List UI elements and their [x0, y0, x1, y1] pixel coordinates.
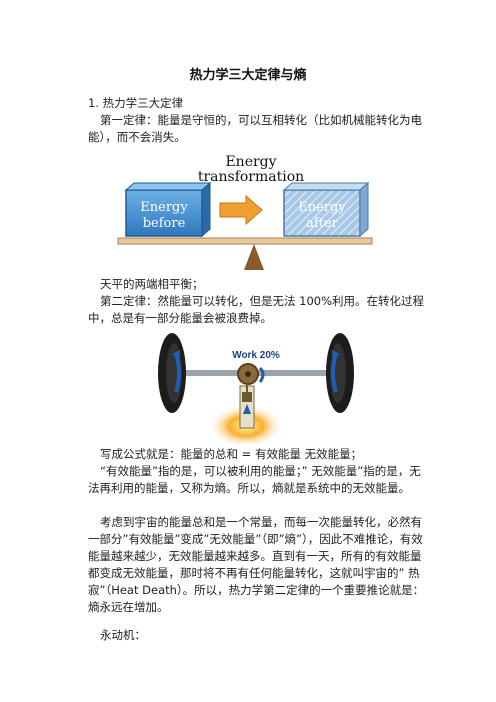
first-law-paragraph: 第一定律：能量是守恒的，可以互相转化（比如机械能转化为电能），而不会消失。 [88, 113, 422, 144]
energy-before-box [125, 189, 203, 237]
second-law-paragraph: 第二定律：然能量可以转化，但是无法 100%利用。在转化过程中，总是有一部分能量… [88, 294, 425, 325]
balance-beam [117, 237, 373, 245]
engine-efficiency-figure: Work 20% [158, 333, 354, 444]
effective-energy-paragraph: “有效能量”指的是，可以被利用的能量；” 无效能量”指的是，无法再利用的能量，又… [88, 464, 421, 495]
energy-transformation-figure: Energy transformation Energy before Ener… [117, 154, 373, 270]
figure-heading-line1: Energy [225, 154, 276, 170]
section-heading: 1. 热力学三大定律 [88, 96, 184, 110]
perpetual-motion-heading: 永动机： [100, 628, 146, 642]
energy-after-line1: Energy [298, 200, 346, 215]
transformation-arrow-icon [219, 194, 263, 226]
page-title: 热力学三大定律与熵 [189, 68, 307, 83]
energy-after-line2: after [306, 216, 338, 231]
universe-paragraph: 考虑到宇宙的能量总和是一个常量，而每一次能量转化，必然有一部分”有效能量”变成”… [88, 515, 425, 614]
energy-before-line2: before [143, 216, 186, 231]
work-percent-label: Work 20% [232, 350, 280, 361]
energy-before-line1: Energy [140, 200, 188, 215]
balance-fulcrum [244, 244, 264, 270]
formula-line: 写成公式就是：能量的总和 = 有效能量 无效能量； [100, 447, 363, 461]
energy-after-box [283, 189, 361, 237]
figure-heading-line2: transformation [198, 169, 304, 185]
balance-note: 天平的两端相平衡； [100, 277, 204, 291]
